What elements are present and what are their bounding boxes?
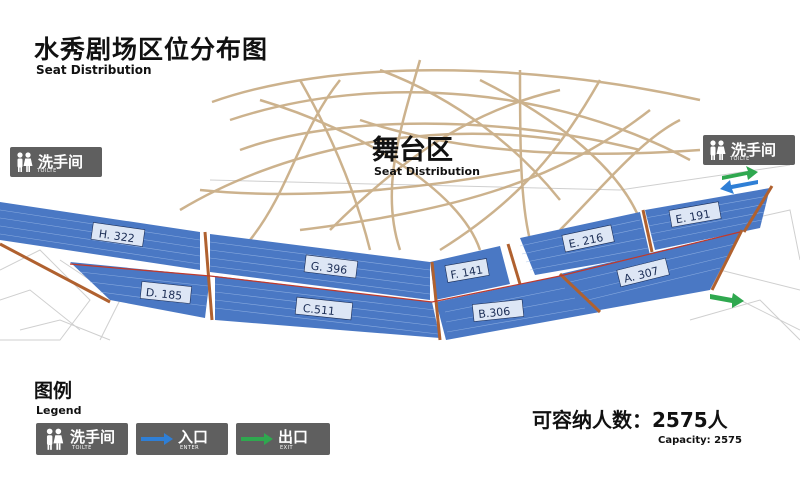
- exit-arrow-icon: [722, 166, 758, 180]
- restroom-label-en: TOILTE: [37, 168, 57, 174]
- legend-restroom-label-en: TOILTE: [72, 445, 92, 451]
- ground-plan: [0, 164, 800, 341]
- legend-subtitle: Legend: [36, 404, 82, 417]
- exit-arrow-icon: [710, 293, 744, 308]
- seating: [0, 188, 770, 340]
- section-label-B: B.306: [478, 305, 511, 321]
- section-label-D: D. 185: [145, 286, 183, 303]
- section-label-C: C.511: [302, 302, 335, 318]
- section-label-A-box: [616, 257, 670, 288]
- restroom-icon: [710, 140, 726, 160]
- stage-tracks: [179, 59, 701, 252]
- restroom-icon: [17, 152, 33, 172]
- legend-enter: 入口 ENTER: [136, 423, 228, 455]
- section-label-G: G. 396: [310, 260, 348, 277]
- section-label-H-box: [90, 222, 146, 247]
- legend-restroom-label: 洗手间: [70, 427, 116, 446]
- legend-exit: 出口 EXIT: [236, 423, 330, 455]
- legend-exit-label: 出口: [278, 427, 309, 446]
- section-label-F-box: [444, 258, 490, 283]
- legend-enter-label: 入口: [178, 427, 209, 446]
- section-label-E2-box: [668, 201, 722, 228]
- section-label-E2: E. 191: [675, 207, 712, 226]
- section-label-B-box: [471, 299, 525, 322]
- enter-arrow-icon: [720, 180, 758, 194]
- page-subtitle: Seat Distribution: [36, 63, 152, 77]
- section-label-H: H. 322: [98, 227, 136, 245]
- section-label-C-box: [294, 296, 354, 321]
- legend-exit-label-en: EXIT: [280, 445, 294, 451]
- restroom-icon: [46, 428, 64, 450]
- section-label-D-box: [139, 281, 193, 304]
- section-label-G-box: [303, 254, 359, 279]
- legend-enter-label-en: ENTER: [180, 445, 200, 451]
- restroom-label: 洗手间: [731, 140, 777, 159]
- section-label-F: F. 141: [450, 263, 484, 281]
- restroom-badge-left: 洗手间 TOILTE: [10, 147, 102, 177]
- map-arrows: [710, 166, 758, 308]
- enter-arrow-icon: [141, 433, 173, 445]
- restroom-label-en: TOILTE: [730, 156, 750, 162]
- capacity-total: 可容纳人数：2575人: [532, 408, 728, 432]
- page-title: 水秀剧场区位分布图: [34, 35, 269, 64]
- legend-restroom: 洗手间 TOILTE: [36, 423, 128, 455]
- capacity-subtitle: Capacity: 2575: [658, 435, 742, 446]
- exit-arrow-icon: [241, 433, 273, 445]
- restroom-label: 洗手间: [38, 152, 84, 171]
- restroom-badge-right: 洗手间 TOILTE: [703, 135, 795, 165]
- section-D-block[interactable]: [70, 262, 210, 318]
- stage-title: 舞台区: [372, 135, 453, 166]
- stage-subtitle: Seat Distribution: [374, 165, 480, 178]
- section-label-E1-box: [561, 224, 615, 253]
- legend-title: 图例: [34, 380, 73, 402]
- walkway: [69, 231, 741, 303]
